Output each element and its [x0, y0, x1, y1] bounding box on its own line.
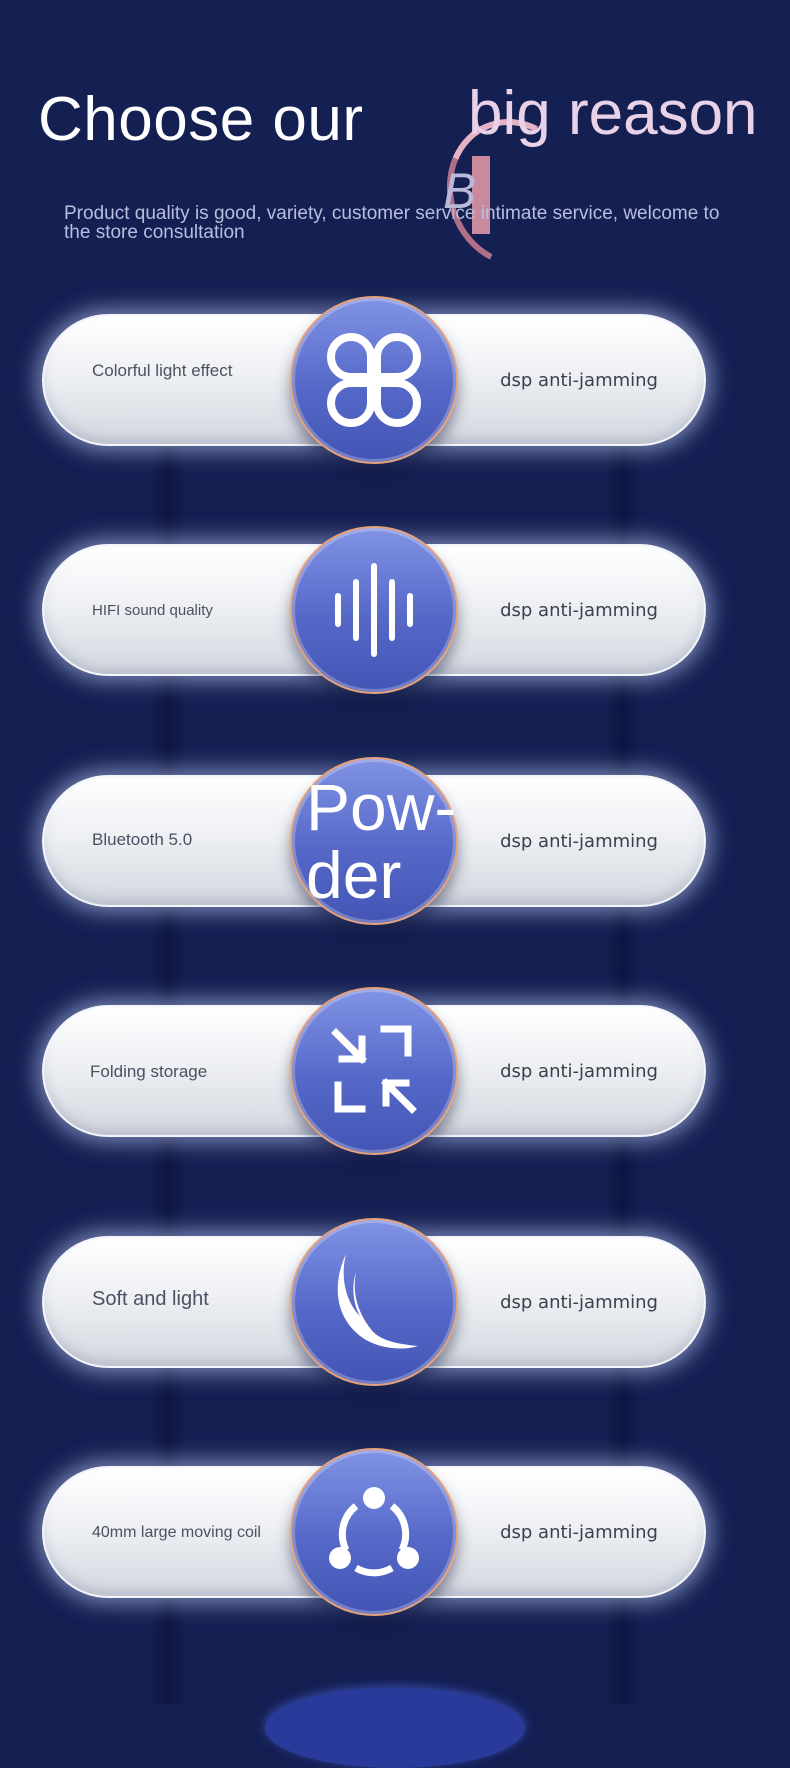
- feature-card-colorful-light: Colorful light effect dsp anti-jamming: [42, 296, 706, 464]
- feature-left-label: Colorful light effect: [92, 361, 233, 380]
- title-bar-decoration: [472, 156, 490, 234]
- title-letter: B: [443, 163, 477, 219]
- feature-right-label: dsp anti-jamming: [500, 370, 658, 391]
- title-part1: Choose our: [38, 85, 364, 154]
- feature-left-label: HIFI sound quality: [92, 602, 213, 619]
- badge-text: Pow-der: [306, 770, 457, 912]
- feature-left-label: Folding storage: [90, 1062, 208, 1081]
- feature-card-moving-coil: 40mm large moving coil dsp anti-jamming: [42, 1448, 706, 1616]
- feature-badge: Pow-der: [290, 757, 458, 925]
- feature-card-bluetooth: Bluetooth 5.0 dsp anti-jamming Pow-der: [42, 757, 706, 925]
- feature-badge: [290, 296, 458, 464]
- share-nodes-icon: [329, 1487, 419, 1577]
- page-title: Choose our B big reason: [38, 78, 778, 287]
- subtitle: Product quality is good, variety, custom…: [64, 203, 720, 243]
- collapse-arrows-icon: [331, 1025, 417, 1114]
- feature-card-hifi: HIFI sound quality dsp anti-jamming: [42, 526, 706, 694]
- feature-badge: [290, 1218, 458, 1386]
- clover-icon: [327, 333, 421, 427]
- feature-left-label: Bluetooth 5.0: [92, 830, 193, 849]
- feature-badge: [290, 526, 458, 694]
- feature-right-label: dsp anti-jamming: [500, 1061, 658, 1082]
- feature-right-label: dsp anti-jamming: [500, 1292, 658, 1313]
- feature-card-folding: Folding storage dsp anti-jamming: [42, 987, 706, 1155]
- feature-right-label: dsp anti-jamming: [500, 600, 658, 621]
- bottom-dome-decoration: [265, 1688, 525, 1768]
- feature-left-label: 40mm large moving coil: [92, 1524, 261, 1541]
- feature-badge: [290, 1448, 458, 1616]
- feature-badge: [290, 987, 458, 1155]
- title-part2: big reason: [468, 79, 758, 148]
- feature-right-label: dsp anti-jamming: [500, 1522, 658, 1543]
- leaf-icon: [337, 1254, 418, 1349]
- feature-left-label: Soft and light: [92, 1288, 209, 1310]
- feature-card-soft-light: Soft and light dsp anti-jamming: [42, 1218, 706, 1386]
- feature-right-label: dsp anti-jamming: [500, 831, 658, 852]
- sound-wave-icon: [335, 563, 413, 657]
